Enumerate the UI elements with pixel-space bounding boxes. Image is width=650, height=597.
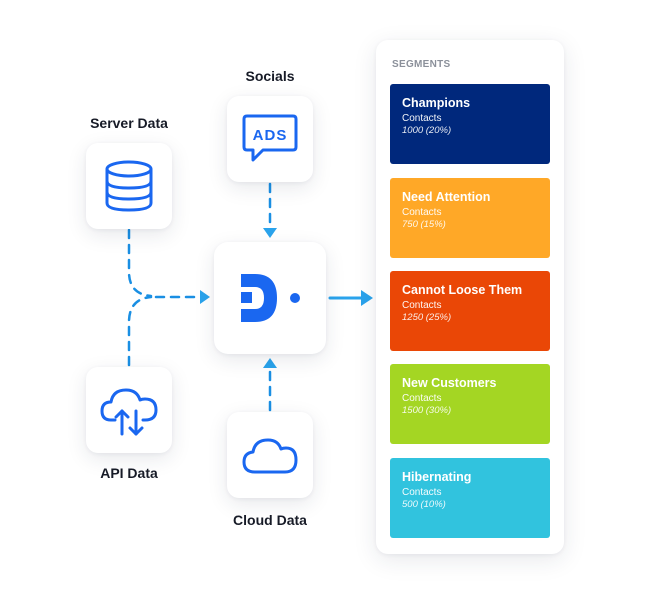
arrow-into-hub-left [200,290,210,304]
cloud-icon [242,438,298,474]
segment-name: Champions [402,96,471,110]
segment-new-customers[interactable]: New Customers Contacts 1500 (30%) [390,364,550,444]
server-data-card [86,143,172,229]
socials-label: Socials [245,68,295,84]
segments-panel-title: SEGMENTS [392,59,451,70]
connector-api [127,295,153,367]
segment-count: 750 (15%) [402,219,446,230]
hub-card [214,242,326,354]
cloud-data-label: Cloud Data [233,512,307,528]
cloud-data-card [227,412,313,498]
brand-logo-icon [241,274,300,322]
arrow-into-hub-bottom [263,358,277,368]
segment-sub: Contacts [402,113,442,124]
segment-sub: Contacts [402,393,442,404]
api-data-card [86,367,172,453]
server-data-label: Server Data [90,115,168,131]
segment-sub: Contacts [402,487,442,498]
api-data-label: API Data [100,465,158,481]
database-icon [105,160,153,212]
segment-champions[interactable]: Champions Contacts 1000 (20%) [390,84,550,164]
segment-cannot-loose-them[interactable]: Cannot Loose Them Contacts 1250 (25%) [390,271,550,351]
segment-name: Need Attention [402,190,491,204]
segment-name: Cannot Loose Them [402,283,523,297]
ads-speech-bubble-icon: ADS [242,114,298,162]
cloud-sync-icon [100,388,158,436]
segment-need-attention[interactable]: Need Attention Contacts 750 (15%) [390,178,550,258]
segment-count: 1250 (25%) [402,312,452,323]
segment-count: 1000 (20%) [402,125,452,136]
segment-count: 1500 (30%) [402,405,452,416]
segment-count: 500 (10%) [402,499,446,510]
segment-name: Hibernating [402,470,472,484]
segment-name: New Customers [402,376,497,390]
segment-hibernating[interactable]: Hibernating Contacts 500 (10%) [390,458,550,538]
socials-card: ADS [227,96,313,182]
ads-badge-text: ADS [253,127,288,144]
connector-server [127,228,153,298]
segments-panel: SEGMENTS Champions Contacts 1000 (20%) N… [376,40,564,554]
segment-sub: Contacts [402,300,442,311]
arrow-into-hub-top [263,228,277,238]
segment-sub: Contacts [402,207,442,218]
arrow-into-segments [361,290,373,306]
